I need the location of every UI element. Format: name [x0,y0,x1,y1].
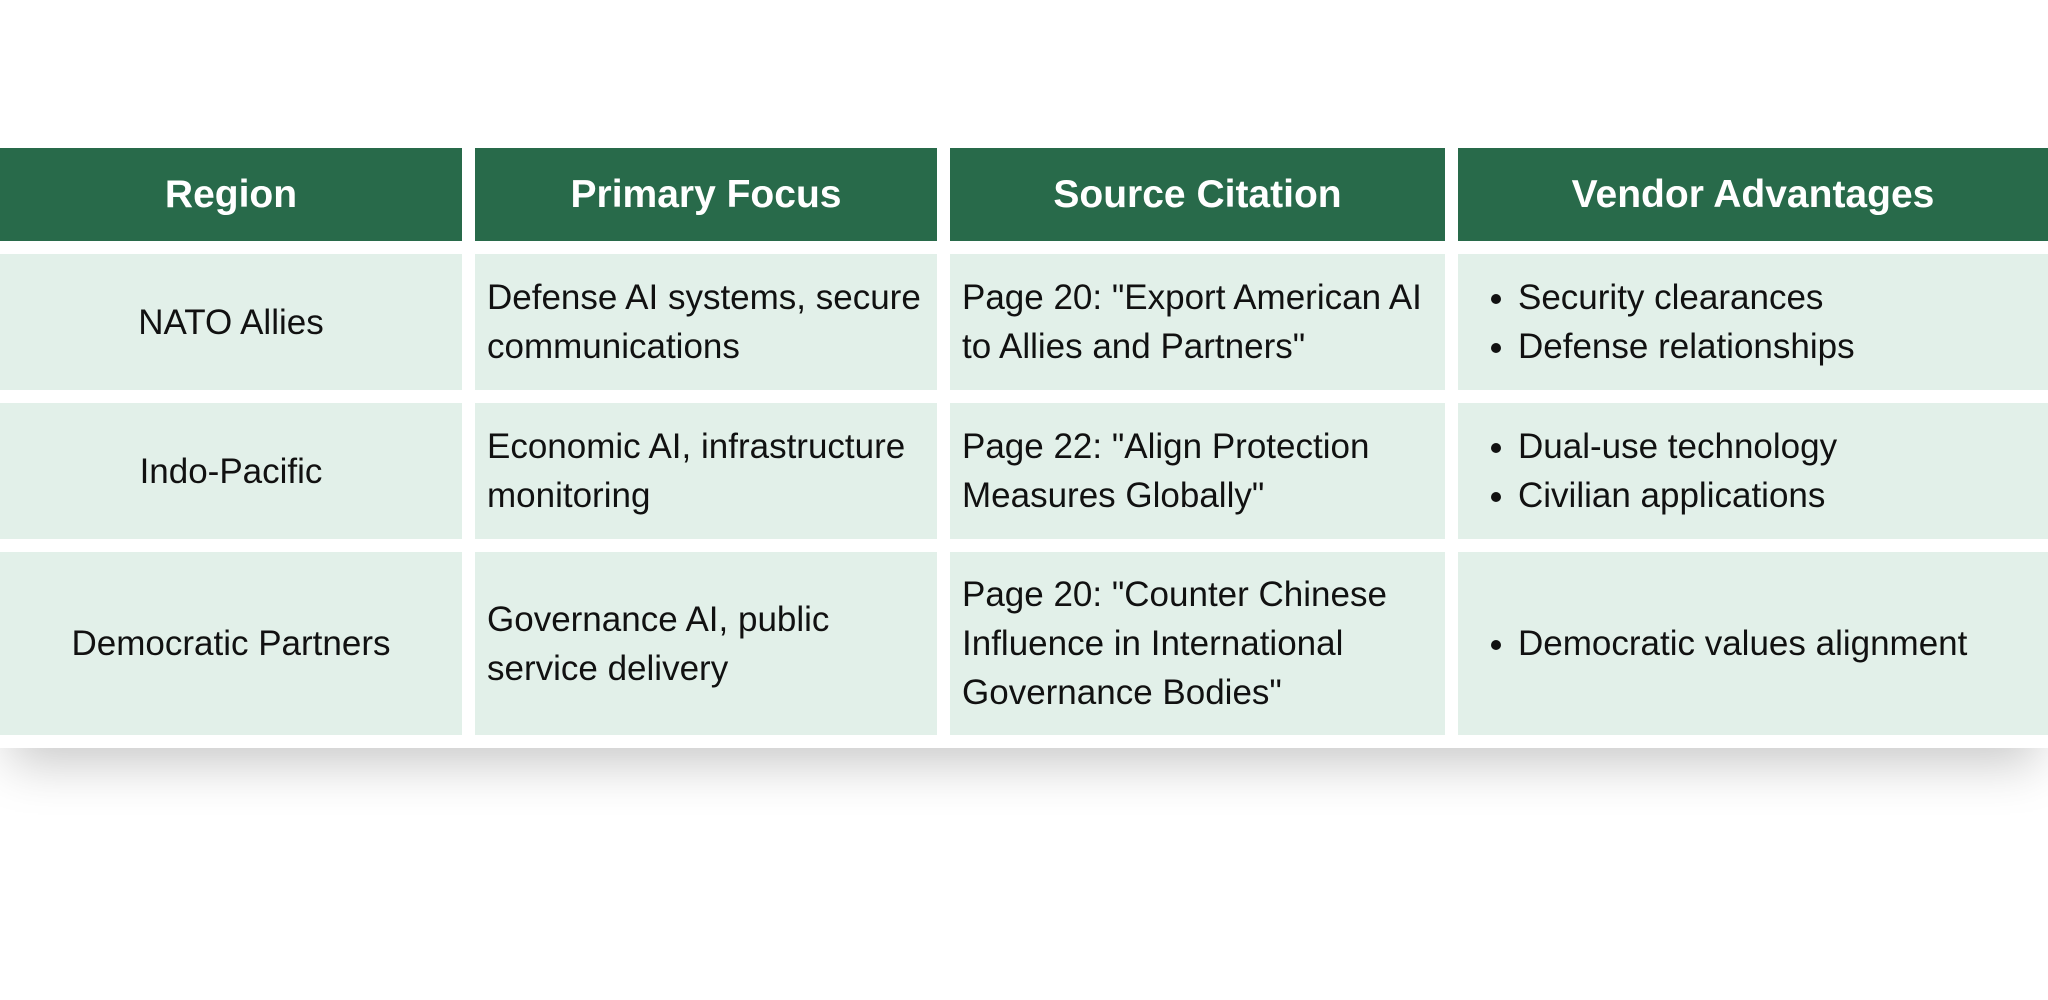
cell-source-citation: Page 20: "Export American AI to Allies a… [950,254,1445,390]
header-primary-focus: Primary Focus [475,148,937,241]
table-row: NATO Allies Defense AI systems, secure c… [0,254,2048,390]
list-item: Dual-use technology [1518,422,2036,471]
list-item: Civilian applications [1518,471,2036,520]
cell-primary-focus: Governance AI, public service delivery [475,552,937,735]
cell-vendor-advantages: Democratic values alignment [1458,552,2048,735]
cell-primary-focus: Economic AI, infrastructure monitoring [475,403,937,539]
list-item: Security clearances [1518,273,2036,322]
regional-strategy-table-container: Region Primary Focus Source Citation Ven… [0,135,2048,748]
cell-primary-focus: Defense AI systems, secure communication… [475,254,937,390]
advantages-list: Dual-use technology Civilian application… [1470,422,2036,520]
cell-source-citation: Page 22: "Align Protection Measures Glob… [950,403,1445,539]
cell-vendor-advantages: Dual-use technology Civilian application… [1458,403,2048,539]
header-source-citation: Source Citation [950,148,1445,241]
cell-region: Democratic Partners [0,552,462,735]
list-item: Democratic values alignment [1518,619,2036,668]
cell-source-citation: Page 20: "Counter Chinese Influence in I… [950,552,1445,735]
header-vendor-advantages: Vendor Advantages [1458,148,2048,241]
table-row: Democratic Partners Governance AI, publi… [0,552,2048,735]
regional-strategy-table: Region Primary Focus Source Citation Ven… [0,135,2048,748]
advantages-list: Democratic values alignment [1470,619,2036,668]
table-header-row: Region Primary Focus Source Citation Ven… [0,148,2048,241]
advantages-list: Security clearances Defense relationship… [1470,273,2036,371]
list-item: Defense relationships [1518,322,2036,371]
table-row: Indo-Pacific Economic AI, infrastructure… [0,403,2048,539]
cell-region: Indo-Pacific [0,403,462,539]
cell-vendor-advantages: Security clearances Defense relationship… [1458,254,2048,390]
header-region: Region [0,148,462,241]
cell-region: NATO Allies [0,254,462,390]
